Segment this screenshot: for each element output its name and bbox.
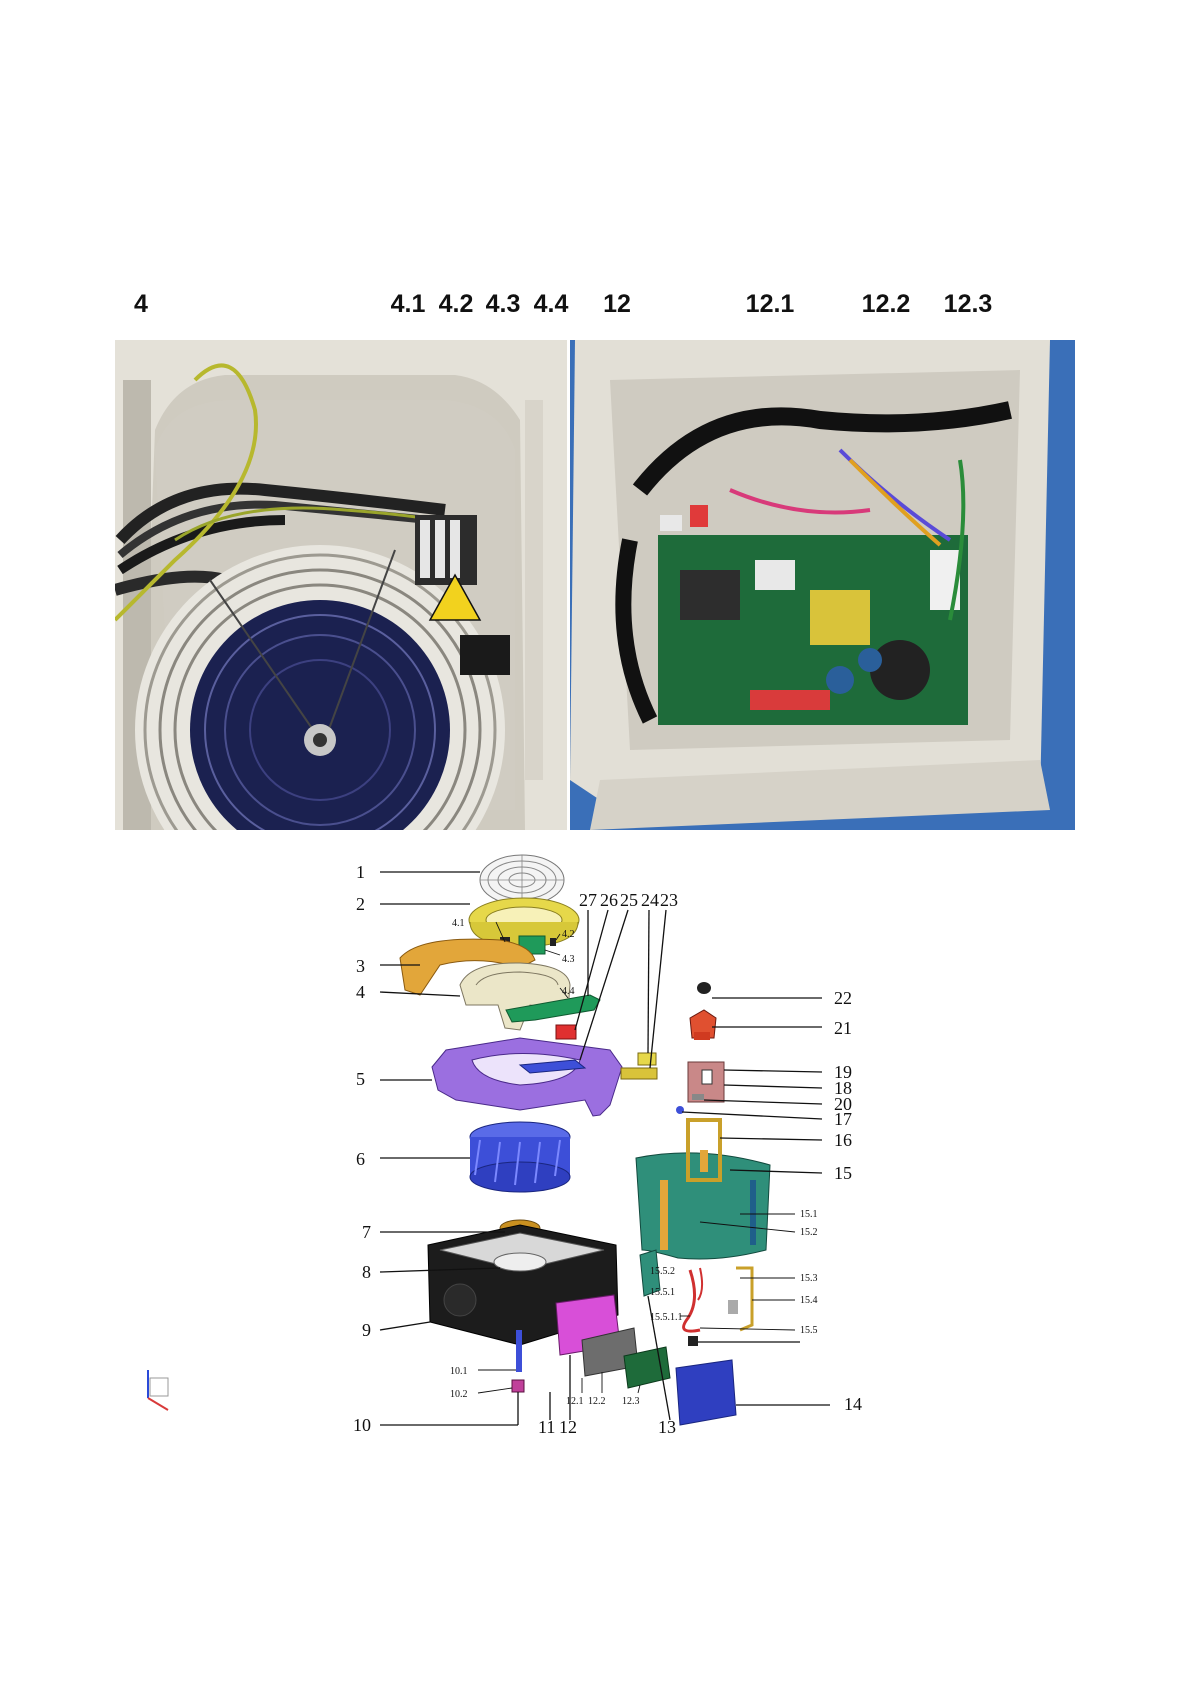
label-25: 25 — [620, 890, 638, 910]
label-15-5-2: 15.5.2 — [650, 1266, 675, 1277]
label-4-1: 4.1 — [452, 918, 465, 929]
part-24-holder — [638, 1053, 656, 1065]
label-3: 3 — [356, 956, 365, 976]
label-15-5: 15.5 — [800, 1325, 818, 1336]
label-4-4: 4.4 — [562, 986, 575, 997]
label-15-3: 15.3 — [800, 1273, 818, 1284]
label-15-2: 15.2 — [800, 1227, 818, 1238]
label-22: 22 — [834, 988, 852, 1008]
label-9: 9 — [362, 1320, 371, 1340]
axis-gizmo-icon — [148, 1370, 168, 1410]
label-15-1: 15.1 — [800, 1209, 818, 1220]
part-5-frame — [432, 1038, 622, 1116]
label-16: 16 — [834, 1130, 852, 1150]
label-14: 14 — [844, 1394, 862, 1414]
label-21: 21 — [834, 1018, 852, 1038]
label-17: 17 — [834, 1109, 852, 1129]
label-15: 15 — [834, 1163, 852, 1183]
label-12-1: 12.1 — [566, 1396, 584, 1407]
label-5: 5 — [356, 1069, 365, 1089]
part-23-holder — [621, 1068, 657, 1079]
label-12-3: 12.3 — [622, 1396, 640, 1407]
part-15-5-pipes — [640, 1250, 752, 1346]
label-1: 1 — [356, 862, 365, 882]
part-1-grille — [480, 855, 564, 905]
label-23: 23 — [660, 890, 678, 910]
label-4: 4 — [356, 982, 365, 1002]
label-6: 6 — [356, 1149, 365, 1169]
label-10: 10 — [353, 1415, 371, 1435]
label-15-5-1: 15.5.1 — [650, 1287, 675, 1298]
label-12-2: 12.2 — [588, 1396, 606, 1407]
label-7: 7 — [362, 1222, 371, 1242]
part-22-cap — [697, 982, 711, 994]
label-2: 2 — [356, 894, 365, 914]
label-15-4: 15.4 — [800, 1295, 818, 1306]
label-4-3: 4.3 — [562, 954, 575, 965]
label-27: 27 — [579, 890, 597, 910]
label-12: 12 — [559, 1417, 577, 1437]
label-15-5-1-1: 15.5.1.1 — [650, 1312, 683, 1323]
part-6-fan — [470, 1122, 570, 1192]
label-26: 26 — [600, 890, 618, 910]
part-17-sensor — [676, 1106, 684, 1114]
label-11: 11 — [538, 1417, 555, 1437]
label-24: 24 — [641, 890, 659, 910]
label-10-1: 10.1 — [450, 1366, 468, 1377]
label-8: 8 — [362, 1262, 371, 1282]
label-10-2: 10.2 — [450, 1389, 468, 1400]
part-20-clip — [692, 1094, 704, 1100]
part-21-pump — [690, 1010, 716, 1040]
label-13: 13 — [658, 1417, 676, 1437]
part-14-cover-panel — [676, 1360, 736, 1425]
part-26-red-block — [556, 1025, 576, 1039]
label-4-2: 4.2 — [562, 929, 575, 940]
